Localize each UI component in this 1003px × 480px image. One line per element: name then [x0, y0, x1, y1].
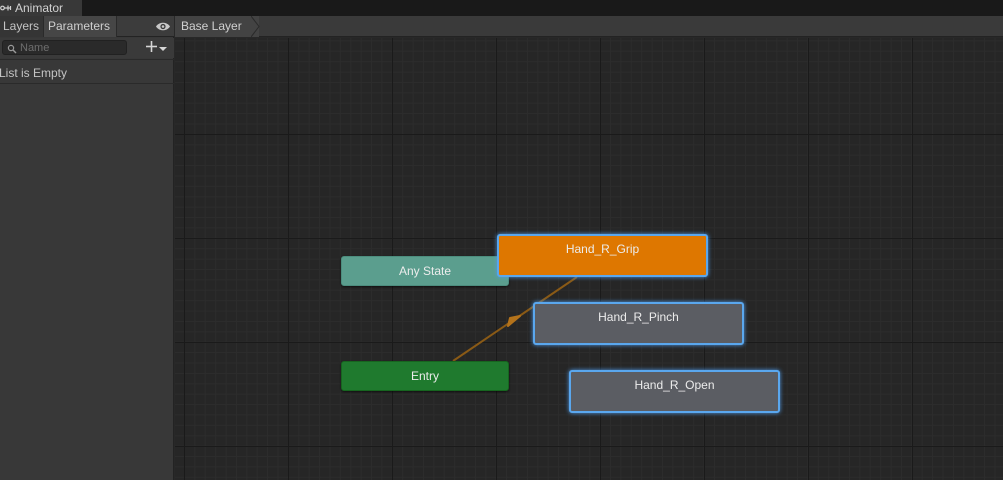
state-node-entry[interactable]: Entry — [341, 361, 509, 391]
search-icon — [7, 43, 17, 54]
add-parameter-button[interactable] — [145, 40, 172, 56]
window-tab-animator[interactable]: Animator — [0, 0, 82, 16]
state-node-hand-r-grip[interactable]: Hand_R_Grip — [497, 234, 708, 277]
state-machine-graph[interactable]: Any State Entry Hand_R_Grip Hand_R_Pinch… — [175, 38, 1003, 480]
state-node-any-state[interactable]: Any State — [341, 256, 509, 286]
transition-arrow-icon — [507, 315, 521, 327]
tab-parameters[interactable]: Parameters — [43, 16, 117, 37]
search-input[interactable] — [20, 41, 124, 54]
left-panel: Layers Parameters — [0, 16, 174, 480]
breadcrumb: Base Layer — [175, 16, 1003, 37]
tab-layers[interactable]: Layers — [0, 16, 43, 37]
breadcrumb-item-base-layer[interactable]: Base Layer — [175, 16, 260, 37]
parameters-toolbar — [0, 38, 174, 58]
divider — [0, 59, 174, 60]
plus-icon — [145, 40, 158, 56]
search-field[interactable] — [2, 40, 127, 55]
divider — [0, 83, 174, 84]
chevron-down-icon — [159, 41, 167, 55]
window-tab-bar: Animator — [0, 0, 1003, 16]
state-node-hand-r-pinch[interactable]: Hand_R_Pinch — [533, 302, 744, 345]
panel-tabs: Layers Parameters — [0, 16, 174, 37]
breadcrumb-arrow-icon — [251, 16, 260, 37]
breadcrumb-label: Base Layer — [181, 19, 242, 33]
animator-icon — [0, 2, 12, 14]
state-node-hand-r-open[interactable]: Hand_R_Open — [569, 370, 780, 413]
empty-list-message: List is Empty — [0, 66, 68, 80]
transition-layer — [452, 276, 578, 362]
window-title: Animator — [15, 1, 64, 15]
eye-icon[interactable] — [155, 20, 171, 33]
